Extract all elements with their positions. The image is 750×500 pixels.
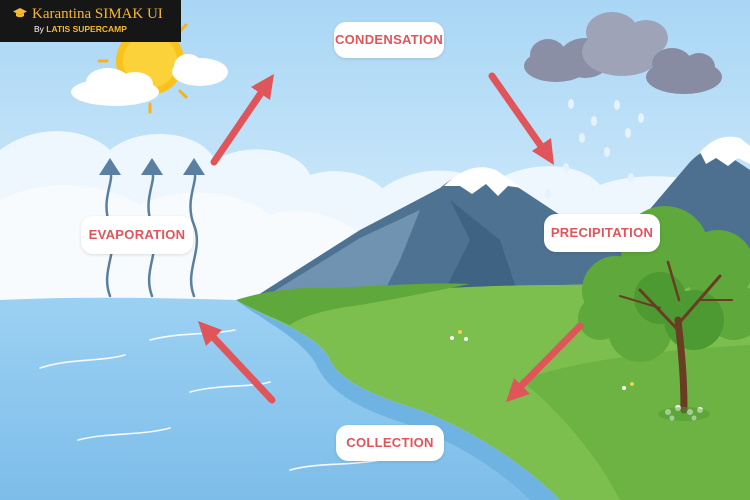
arrow-evap-to-cond <box>210 74 274 166</box>
collection-label: COLLECTION <box>336 425 444 461</box>
watermark-badge: Karantina SIMAK UI By LATIS SUPERCAMP <box>0 0 181 42</box>
arrow-cond-to-prec <box>488 72 554 165</box>
graduation-cap-icon <box>13 8 27 18</box>
flowers <box>450 330 634 390</box>
badge-title-row: Karantina SIMAK UI <box>13 5 181 23</box>
mountain-center <box>250 167 650 300</box>
arrow-prec-to-coll <box>506 322 584 402</box>
rain-cloud-icon <box>524 12 722 94</box>
badge-title: Karantina SIMAK UI <box>32 6 163 22</box>
arrow-coll-to-evap <box>198 321 276 404</box>
badge-by: By <box>34 24 44 34</box>
badge-brand: LATIS SUPERCAMP <box>46 24 127 34</box>
sun-clouds <box>71 54 228 106</box>
raindrops <box>545 99 644 199</box>
tree-icon <box>578 206 750 421</box>
badge-subtitle-row: By LATIS SUPERCAMP <box>13 23 181 36</box>
condensation-label: CONDENSATION <box>334 22 444 58</box>
evaporation-label: EVAPORATION <box>81 216 193 254</box>
precipitation-label: PRECIPITATION <box>544 214 660 252</box>
evaporation-arrowheads <box>99 158 205 175</box>
